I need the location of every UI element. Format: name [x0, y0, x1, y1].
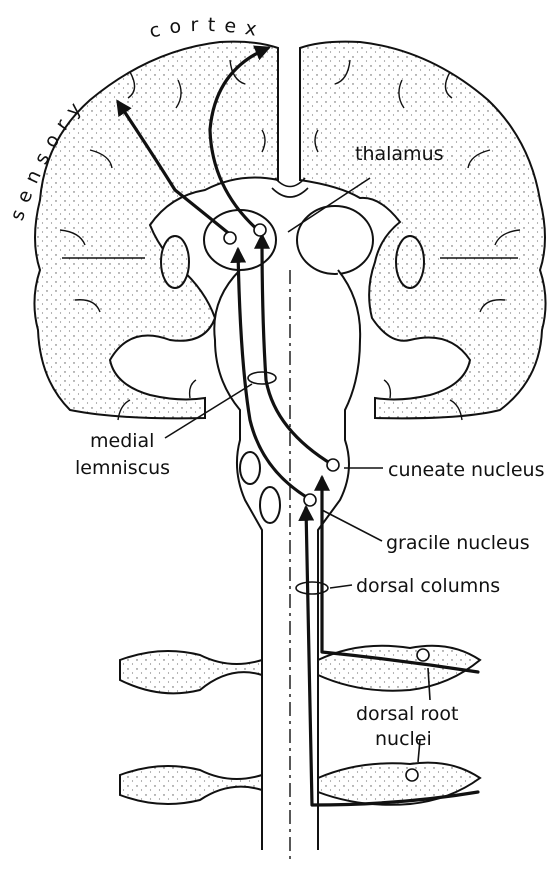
- gracile-neuron: [304, 494, 316, 506]
- upper-dorsal-root-neuron: [417, 649, 429, 661]
- lower-dorsal-root-ganglion: [318, 763, 480, 805]
- olive-upper: [240, 452, 260, 484]
- thalamus-neuron-right: [254, 224, 266, 236]
- corpus-callosum: [272, 178, 308, 197]
- lower-dorsal-root-neuron: [406, 769, 418, 781]
- lemniscus-label: lemniscus: [75, 457, 170, 479]
- left-thalamus: [204, 210, 276, 270]
- right-thalamus: [297, 206, 373, 274]
- upper-spinal-ganglion: [120, 651, 262, 693]
- thalamus-label: thalamus: [355, 143, 444, 165]
- dorsal-columns-label: dorsal columns: [356, 575, 500, 597]
- cuneate-neuron: [327, 459, 339, 471]
- medial-lemniscus-ring: [248, 372, 276, 384]
- dorsal-root-label: dorsal root: [356, 703, 458, 725]
- brainstem: [214, 270, 360, 850]
- olive-lower: [260, 487, 280, 523]
- cuneate-nucleus-label: cuneate nucleus: [388, 459, 544, 481]
- cortex-label: cortex: [147, 14, 267, 43]
- lower-spinal-ganglion: [120, 766, 262, 804]
- medial-label: medial: [90, 430, 154, 452]
- nuclei-label: nuclei: [375, 728, 432, 750]
- thalamus-neuron-left: [224, 232, 236, 244]
- gracile-nucleus-label: gracile nucleus: [386, 532, 530, 554]
- left-lateral-ventricle: [161, 236, 189, 288]
- right-lateral-ventricle: [396, 236, 424, 288]
- dorsal-columns-leader: [330, 585, 352, 588]
- gracile-leader: [322, 510, 382, 541]
